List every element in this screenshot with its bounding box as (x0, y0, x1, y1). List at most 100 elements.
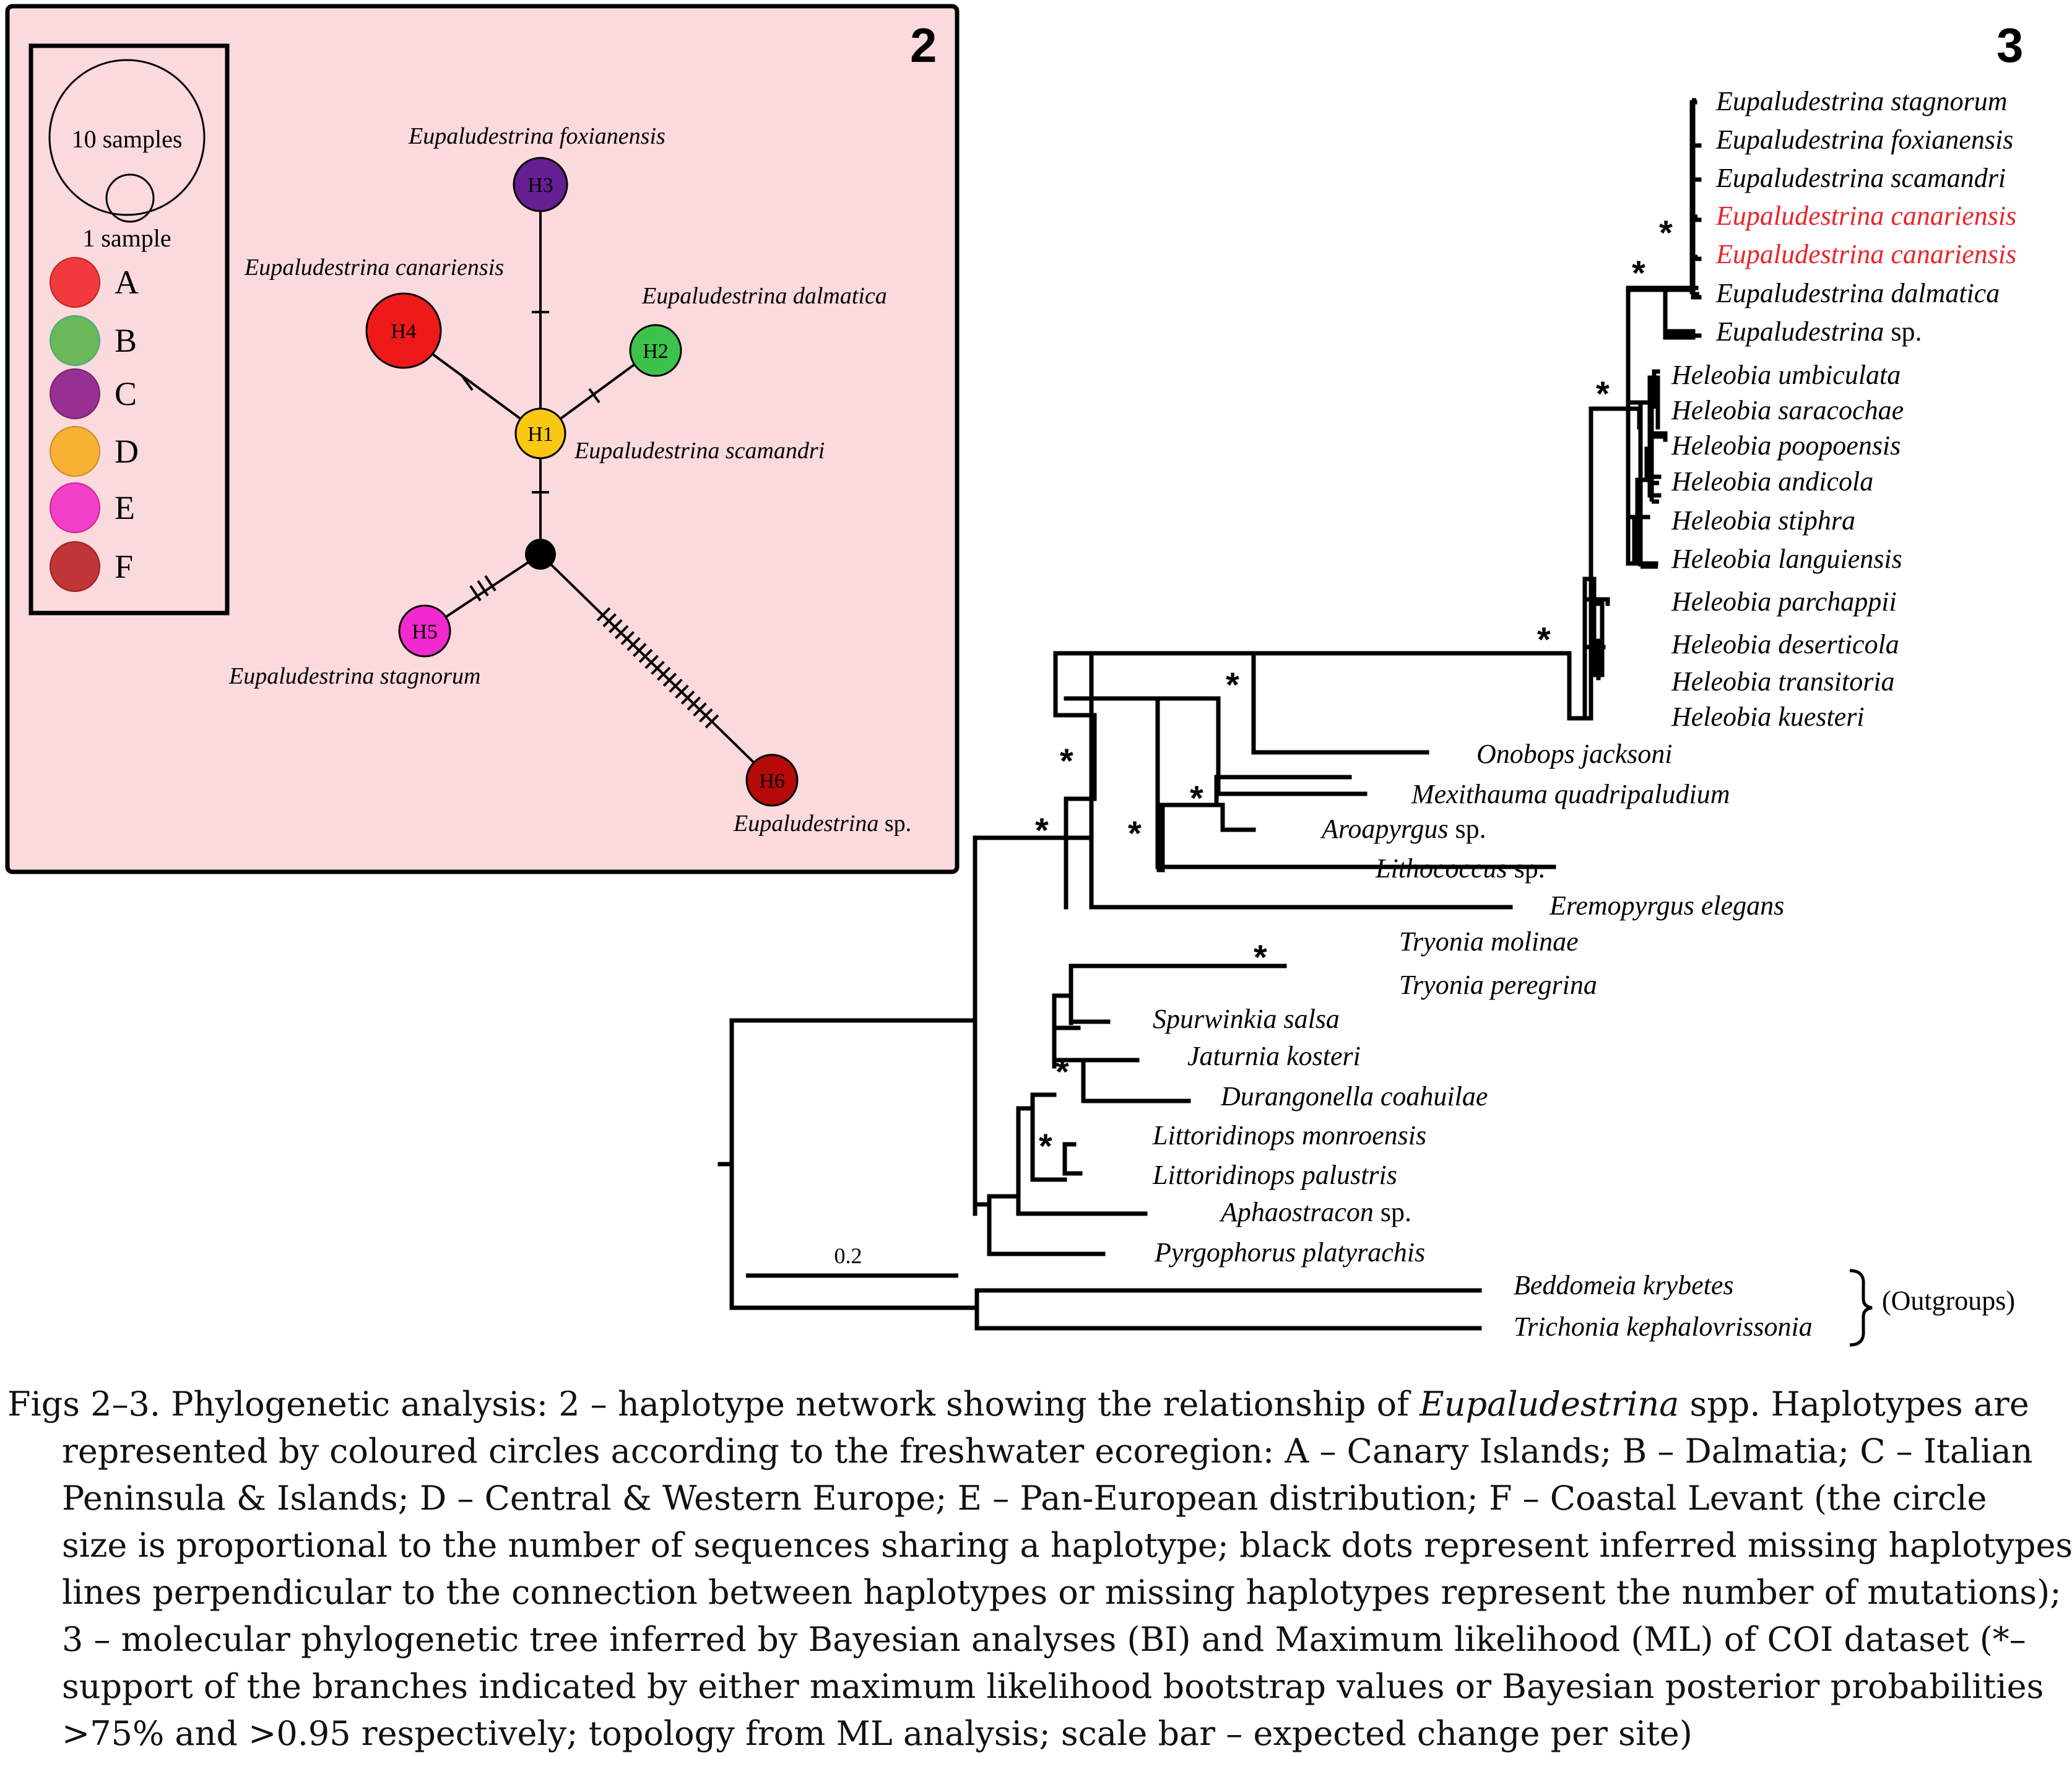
taxon-label: Heleobia languiensis (1671, 544, 1902, 574)
support-star: * (1537, 620, 1551, 659)
legend-letter-f: F (115, 548, 133, 585)
taxon-label: Trichonia kephalovrissonia (1514, 1311, 1813, 1342)
legend-small-circle-icon (105, 173, 155, 223)
panel-3-number: 3 (1996, 18, 2023, 72)
panel-3-phylogenetic-tree: 3 * * * * * * * * * * * * Eupaludestrina… (717, 18, 2023, 1347)
taxon-label: Lithococcus sp. (1375, 853, 1545, 884)
taxon-label: Spurwinkia salsa (1153, 1004, 1340, 1034)
mutation-tick (638, 648, 653, 663)
panel-2-background (5, 4, 960, 874)
haplotype-h2-id: H2 (643, 340, 669, 363)
legend-color-f-icon (50, 541, 100, 592)
haplotype-h2-species: Eupaludestrina dalmatica (641, 283, 887, 309)
taxon-label: Heleobia umbiculata (1671, 360, 1901, 390)
panel-2-haplotype-network: 2 10 samples 1 sample A B C D E F (5, 4, 960, 874)
support-star: * (1056, 1052, 1069, 1091)
tree-branches-top (1626, 98, 1699, 569)
mutation-tick (633, 643, 647, 658)
haplotype-h3-id: H3 (527, 174, 553, 197)
scale-bar-label: 0.2 (834, 1243, 862, 1268)
mutation-tick (651, 661, 665, 675)
legend-letter-b: B (115, 322, 137, 359)
missing-haplotype-dot-icon (525, 539, 556, 570)
taxon-label: Tryonia peregrina (1399, 970, 1597, 1000)
haplotype-h2: H2 (629, 324, 682, 377)
haplotype-h3-species: Eupaludestrina foxianensis (408, 123, 665, 149)
taxon-label: Heleobia saracochae (1671, 395, 1904, 425)
support-star: * (1254, 937, 1267, 977)
mutation-tick (662, 672, 677, 687)
mutation-tick (596, 607, 611, 622)
mutation-tick (699, 708, 713, 723)
taxon-label: Heleobia transitoria (1671, 666, 1895, 697)
support-star: * (1060, 741, 1073, 780)
support-star: * (1039, 1126, 1052, 1165)
support-star: * (1190, 778, 1203, 817)
taxon-label: Heleobia kuesteri (1671, 702, 1865, 732)
taxon-label: Eupaludestrina dalmatica (1715, 278, 2000, 308)
outgroup-brace-icon (1849, 1269, 1873, 1347)
legend-frame (28, 43, 230, 615)
mutation-tick (602, 613, 617, 627)
haplotype-h1-id: H1 (527, 423, 553, 446)
taxon-label: Littoridinops monroensis (1152, 1120, 1426, 1151)
caption-line-5: lines perpendicular to the connection be… (62, 1573, 2061, 1612)
caption-line-3: Peninsula & Islands; D – Central & Weste… (62, 1479, 1987, 1518)
taxon-label: Heleobia poopoensis (1671, 430, 1901, 461)
mutation-tick (669, 678, 683, 693)
support-star: * (1659, 213, 1673, 252)
taxon-label: Heleobia stiphra (1671, 505, 1855, 536)
support-star: * (1226, 665, 1239, 704)
legend-color-b-icon (50, 315, 100, 366)
haplotype-h5-species: Eupaludestrina stagnorum (228, 663, 480, 689)
taxon-label: Eremopyrgus elegans (1549, 890, 1784, 921)
haplotype-h5-id: H5 (412, 620, 438, 643)
legend-large-circle-icon (48, 59, 206, 216)
haplotype-h6-id: H6 (759, 770, 785, 793)
caption-line-7: support of the branches indicated by eit… (62, 1667, 2044, 1706)
support-star: * (1035, 811, 1049, 850)
taxon-label: Heleobia andicola (1671, 466, 1873, 497)
support-stars: * * * * * * * * * * * * (1035, 213, 1673, 1165)
legend-large-label: 10 samples (72, 125, 183, 153)
legend-letter-e: E (115, 489, 135, 526)
legend: 10 samples 1 sample A B C D E F (28, 43, 230, 615)
taxon-label: Onobops jacksoni (1476, 739, 1673, 769)
haplotype-h4-id: H4 (391, 320, 417, 343)
taxon-label: Eupaludestrina sp. (1715, 316, 1922, 347)
legend-letter-a: A (115, 264, 139, 301)
taxon-label: Tryonia molinae (1399, 926, 1579, 957)
mutation-tick (687, 696, 701, 711)
mutation-tick (680, 690, 695, 705)
taxon-label: Eupaludestrina scamandri (1715, 163, 2006, 193)
support-star: * (1596, 374, 1610, 413)
legend-color-c-icon (50, 368, 100, 419)
taxon-label: Beddomeia krybetes (1514, 1270, 1734, 1300)
legend-small-label: 1 sample (82, 224, 171, 252)
figure: 2 10 samples 1 sample A B C D E F (5, 4, 2023, 1347)
legend-letter-c: C (115, 375, 137, 412)
support-star: * (1128, 814, 1142, 853)
panel-2-number: 2 (910, 18, 937, 72)
haplotype-h4-species: Eupaludestrina canariensis (244, 254, 504, 281)
taxon-label: Eupaludestrina stagnorum (1715, 86, 2008, 116)
taxon-label: Mexithauma quadripaludium (1411, 779, 1730, 809)
caption-line-8: >75% and >0.95 respectively; topology fr… (62, 1714, 1693, 1753)
mutation-tick (644, 655, 659, 669)
haplotype-h1: H1 (514, 407, 566, 459)
legend-color-e-icon (50, 482, 100, 533)
mutation-tick (704, 714, 719, 729)
haplotype-h6-species: Eupaludestrina sp. (733, 811, 911, 837)
taxon-labels: Eupaludestrina stagnorum Eupaludestrina … (1152, 86, 2016, 1342)
haplotype-h4: H4 (365, 292, 442, 369)
taxon-label: Durangonella coahuilae (1220, 1081, 1488, 1111)
taxon-label: Aroapyrgus sp. (1320, 814, 1486, 844)
caption-line-2: represented by coloured circles accordin… (62, 1432, 2033, 1471)
mutation-tick (609, 619, 623, 633)
haplotype-h6: H6 (745, 754, 799, 807)
caption-line-4: size is proportional to the number of se… (62, 1526, 2072, 1565)
legend-color-d-icon (50, 426, 100, 477)
caption-line-1: Figs 2–3. Phylogenetic analysis: 2 – hap… (7, 1385, 2029, 1424)
mutation-tick (693, 702, 707, 717)
taxon-label: Jaturnia kosteri (1187, 1041, 1361, 1071)
